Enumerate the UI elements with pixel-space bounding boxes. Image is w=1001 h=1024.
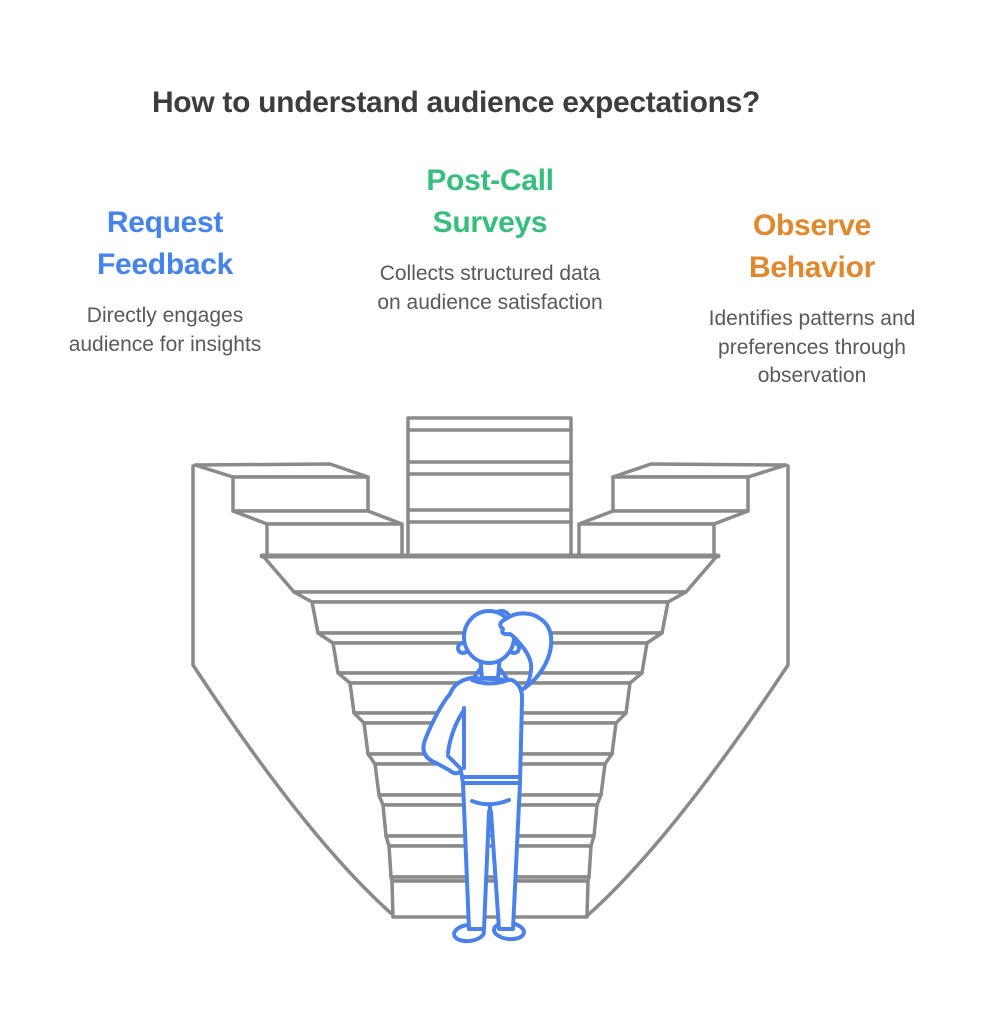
person-raised-arm	[498, 611, 554, 692]
person-collar	[470, 667, 510, 686]
column-description-request-feedback: Directly engages audience for insights	[68, 304, 262, 356]
column-request-feedback: Request Feedback Directly engages audien…	[40, 202, 290, 359]
page-title: How to understand audience expectations?	[151, 86, 761, 119]
column-heading-request-feedback: Request Feedback	[97, 206, 233, 281]
person-figure	[421, 608, 554, 944]
column-observe-behavior: Observe Behavior Identifies patterns and…	[678, 205, 946, 391]
column-heading-observe-behavior: Observe Behavior	[749, 209, 875, 284]
column-heading-post-call-surveys: Post-Call Surveys	[426, 164, 554, 239]
right-box-top	[611, 462, 788, 479]
right-box-front	[611, 475, 750, 513]
left-box-front	[231, 475, 370, 513]
right-wall	[586, 464, 790, 917]
left-box-top	[193, 462, 370, 479]
column-description-observe-behavior: Identifies patterns and preferences thro…	[708, 307, 916, 388]
column-post-call-surveys: Post-Call Surveys Collects structured da…	[355, 160, 625, 317]
staircase-drawing	[191, 416, 790, 919]
tower	[406, 416, 573, 558]
person-hair	[495, 608, 510, 616]
left-wall	[191, 464, 395, 917]
person-seat-line	[470, 798, 511, 814]
column-description-post-call-surveys: Collects structured data on audience sat…	[377, 262, 603, 314]
person-cuff	[446, 754, 463, 771]
confused-person-staircase-illustration	[191, 416, 790, 944]
